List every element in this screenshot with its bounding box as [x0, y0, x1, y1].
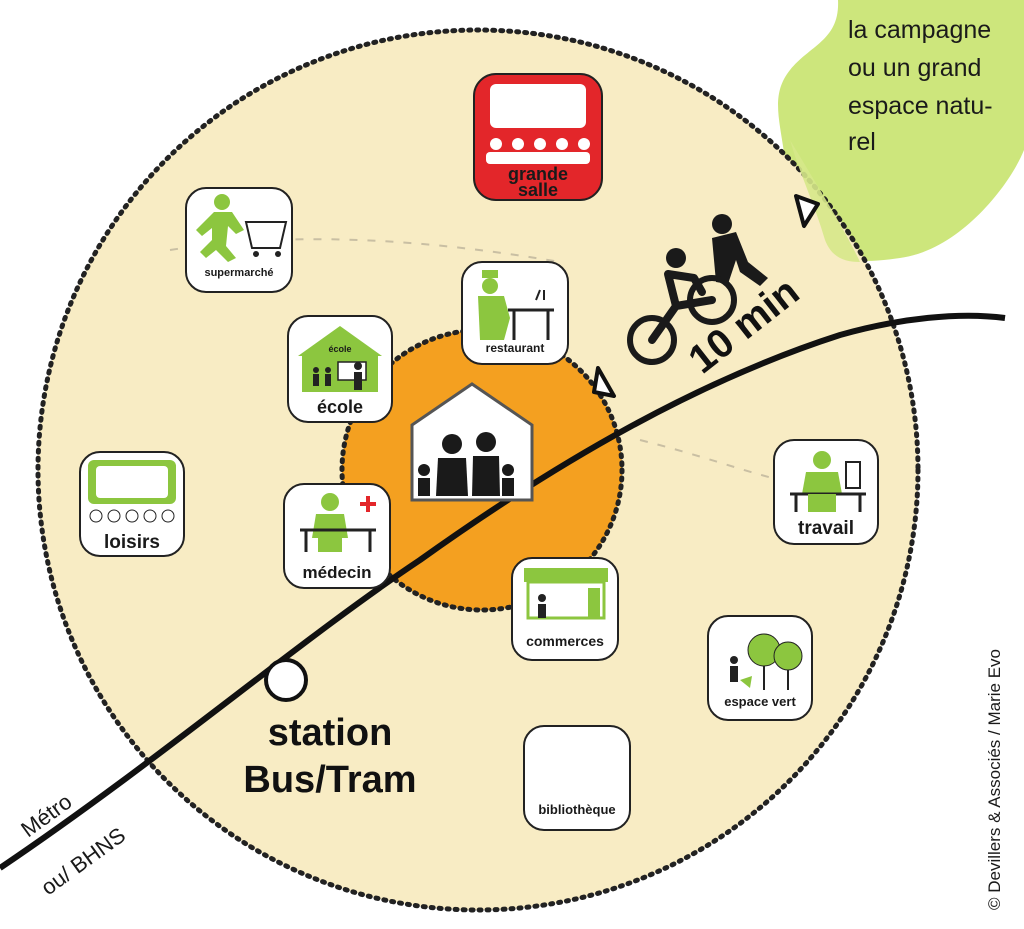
nature-line-2: ou un grand — [848, 54, 981, 82]
tile-espace-vert[interactable]: espace vert — [707, 615, 813, 721]
tile-label-supermarche: supermarché — [204, 267, 273, 279]
walker-icon — [712, 214, 768, 286]
nature-caption: la campagne ou un grand espace natu- rel — [848, 16, 993, 156]
tile-label-bibliotheque: bibliothèque — [538, 802, 615, 817]
transit-line — [0, 312, 1006, 871]
tile-commerces[interactable]: commerces — [511, 557, 619, 661]
faint-path — [639, 439, 781, 481]
tile-label-loisirs: loisirs — [104, 532, 160, 553]
nature-line-1: la campagne — [848, 16, 991, 44]
nature-area — [778, 0, 1024, 261]
tile-label-grande-salle-2: salle — [518, 180, 558, 200]
tile-ecole[interactable]: école école — [287, 315, 393, 423]
nature-overlap — [790, 140, 860, 262]
nature-line-4: rel — [848, 128, 876, 156]
tile-label-travail: travail — [798, 518, 854, 539]
tile-label-restaurant: restaurant — [486, 341, 545, 355]
tile-supermarche[interactable]: supermarché — [185, 187, 293, 293]
tile-loisirs[interactable]: loisirs — [79, 451, 185, 557]
home-icon — [410, 382, 534, 502]
tile-bibliotheque[interactable]: bibliothèque — [523, 725, 631, 831]
tile-label-commerces: commerces — [526, 633, 604, 649]
tile-label-ecole: école — [317, 397, 363, 417]
tile-grande-salle[interactable]: grande salle — [473, 73, 603, 201]
tile-label-grande-salle-1: grande — [508, 164, 568, 184]
tile-travail[interactable]: travail — [773, 439, 879, 545]
station-label-line2: Bus/Tram — [243, 759, 416, 801]
travel-arrow-icon — [794, 194, 820, 228]
nature-line-3: espace natu- — [848, 92, 993, 120]
tile-restaurant[interactable]: restaurant — [461, 261, 569, 365]
tile-sign-ecole: école — [328, 344, 351, 354]
tile-label-medecin: médecin — [303, 563, 372, 582]
tile-label-espace-vert: espace vert — [724, 694, 796, 709]
cyclist-icon — [627, 248, 737, 365]
tile-medecin[interactable]: médecin — [283, 483, 391, 589]
travel-arrow-icon — [592, 366, 616, 398]
credit-text: © Devillers & Associés / Marie Evo — [985, 649, 1004, 910]
station-marker[interactable] — [264, 658, 308, 702]
station-label-line1: station — [268, 712, 393, 754]
